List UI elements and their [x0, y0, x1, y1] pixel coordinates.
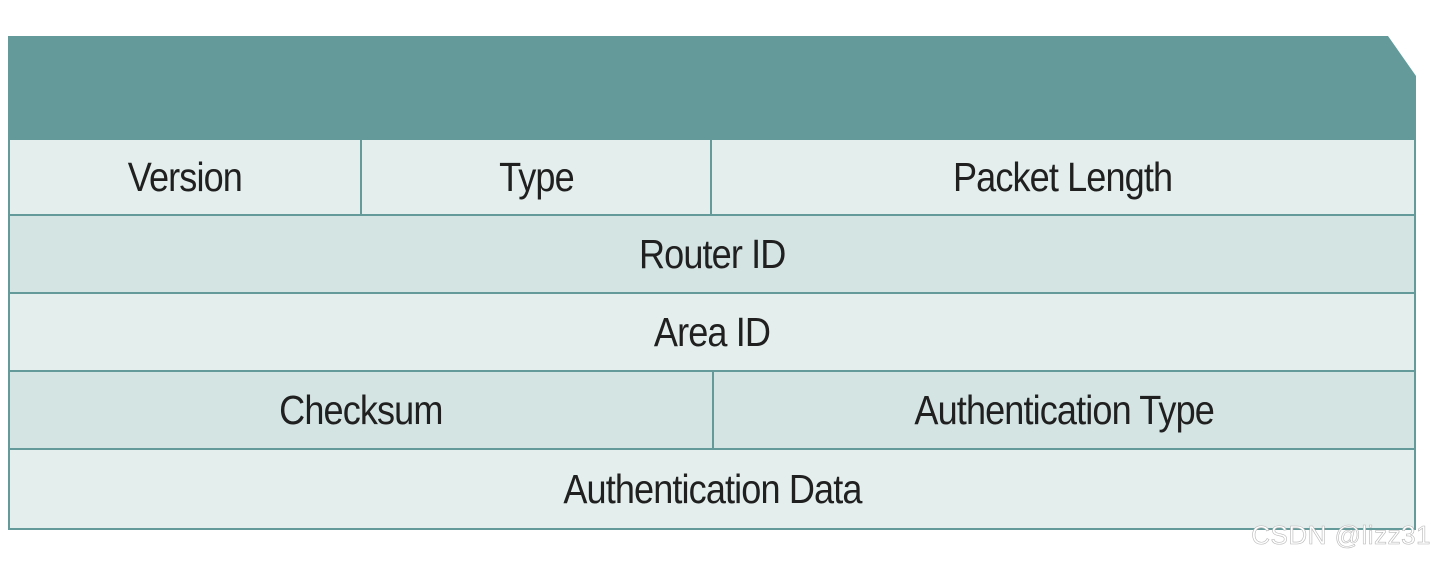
header-row-4: Checksum Authentication Type — [8, 370, 1416, 450]
header-row-5: Authentication Data — [8, 448, 1416, 530]
field-authentication-type-label: Authentication Type — [914, 386, 1214, 433]
packet-header-bar — [8, 36, 1416, 140]
field-type-label: Type — [498, 153, 575, 200]
header-row-3: Area ID — [8, 292, 1416, 372]
field-version: Version — [8, 138, 362, 216]
field-type: Type — [360, 138, 712, 216]
field-checksum: Checksum — [8, 370, 714, 450]
field-area-id-label: Area ID — [653, 308, 771, 355]
field-router-id: Router ID — [8, 214, 1416, 294]
field-authentication-type: Authentication Type — [712, 370, 1416, 450]
field-packet-length: Packet Length — [710, 138, 1416, 216]
field-authentication-data-label: Authentication Data — [562, 465, 862, 512]
field-version-label: Version — [127, 153, 243, 200]
field-area-id: Area ID — [8, 292, 1416, 372]
ospf-packet-header-table: Version Type Packet Length Router ID Are… — [8, 138, 1416, 530]
header-row-2: Router ID — [8, 214, 1416, 294]
field-router-id-label: Router ID — [638, 230, 786, 277]
field-authentication-data: Authentication Data — [8, 448, 1416, 530]
field-checksum-label: Checksum — [279, 386, 443, 433]
watermark-text: CSDN @lizz31 — [1251, 520, 1431, 551]
header-row-1: Version Type Packet Length — [8, 138, 1416, 216]
field-packet-length-label: Packet Length — [953, 153, 1173, 200]
